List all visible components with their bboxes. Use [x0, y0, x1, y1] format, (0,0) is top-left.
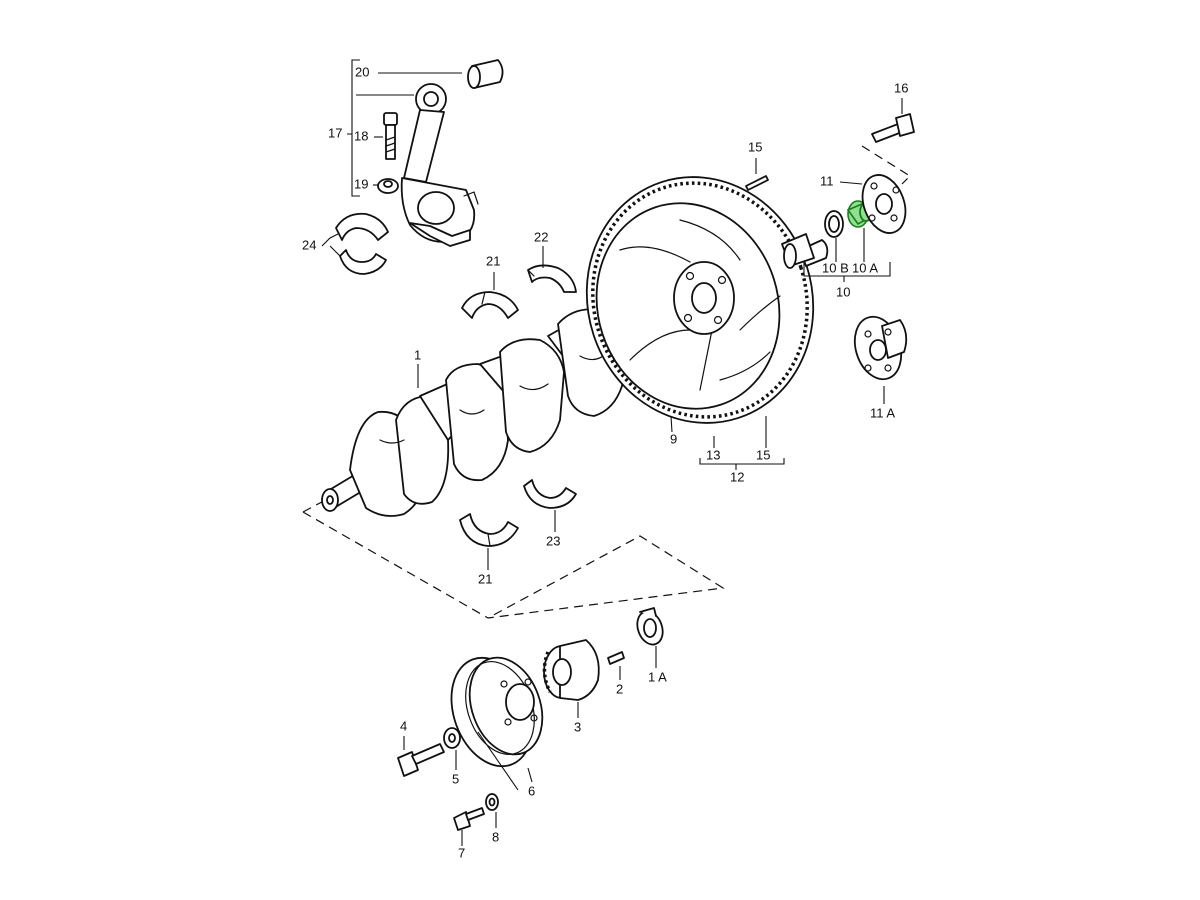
label-10a: 10 A [852, 260, 878, 275]
label-10: 10 [836, 284, 850, 299]
part-23-lower-thrust-bearing-shell[interactable] [523, 479, 577, 509]
bracket-10 [803, 262, 891, 282]
part-16-bolt[interactable] [871, 113, 915, 143]
assembly-dashed-outline [302, 494, 725, 619]
label-15-pin: 15 [748, 139, 762, 154]
part-24-rod-bearing-shells[interactable] [321, 212, 389, 275]
part-15-dowel-pin[interactable] [745, 175, 769, 191]
label-9: 9 [670, 431, 677, 446]
part-19-rod-nut[interactable] [377, 178, 399, 194]
part-20-small-end-bushing[interactable] [467, 59, 504, 89]
label-3: 3 [574, 719, 581, 734]
label-1: 1 [414, 347, 421, 362]
part-11-drive-plate[interactable] [855, 169, 913, 239]
label-17: 17 [328, 125, 342, 140]
label-21-upper: 21 [486, 253, 500, 268]
part-21-lower-main-bearing-shell[interactable] [459, 513, 519, 547]
label-4: 4 [400, 718, 407, 733]
part-labels: 20 17 18 19 24 22 21 1 15 16 11 10 B 10 … [302, 64, 908, 860]
part-4-pulley-bolt[interactable] [397, 743, 445, 777]
label-24: 24 [302, 237, 316, 252]
label-11: 11 [820, 173, 834, 188]
label-20: 20 [355, 64, 369, 79]
part-21-upper-main-bearing-shell[interactable] [461, 291, 519, 319]
part-3-timing-sprocket[interactable] [542, 639, 600, 701]
part-11a-flange[interactable] [847, 311, 909, 385]
bracket-17 [347, 59, 360, 197]
connecting-rod-group[interactable] [347, 59, 504, 247]
label-11a: 11 A [870, 405, 895, 420]
label-15-ring: 15 [756, 447, 770, 462]
label-5: 5 [452, 771, 459, 786]
label-23: 23 [546, 533, 560, 548]
label-10b: 10 B [822, 260, 849, 275]
label-16: 16 [894, 80, 908, 95]
label-21-lower: 21 [478, 571, 492, 586]
part-8-lock-washer[interactable] [485, 793, 499, 811]
bracket-12 [699, 458, 785, 470]
label-1a: 1 A [648, 669, 667, 684]
label-6: 6 [528, 783, 535, 798]
part-7-screw[interactable] [453, 807, 485, 831]
part-10b-spacer-ring[interactable] [824, 210, 844, 238]
part-12-flywheel-assembly[interactable] [555, 147, 845, 452]
label-7: 7 [458, 845, 465, 860]
part-1a-oil-seal-ring[interactable] [633, 607, 667, 648]
part-18-rod-bolt[interactable] [383, 112, 398, 160]
label-18: 18 [354, 128, 368, 143]
part-6-crankshaft-pulley[interactable] [437, 646, 555, 777]
label-13: 13 [706, 447, 720, 462]
dashed-bolt-path [861, 145, 911, 185]
part-2-woodruff-key[interactable] [607, 651, 625, 665]
label-19: 19 [354, 176, 368, 191]
part-17-connecting-rod[interactable] [400, 83, 479, 247]
part-5-washer[interactable] [443, 727, 461, 749]
label-12: 12 [730, 469, 744, 484]
label-8: 8 [492, 829, 499, 844]
part-22-thrust-bearing-shell[interactable] [527, 264, 577, 293]
label-2: 2 [616, 681, 623, 696]
label-22: 22 [534, 229, 548, 244]
